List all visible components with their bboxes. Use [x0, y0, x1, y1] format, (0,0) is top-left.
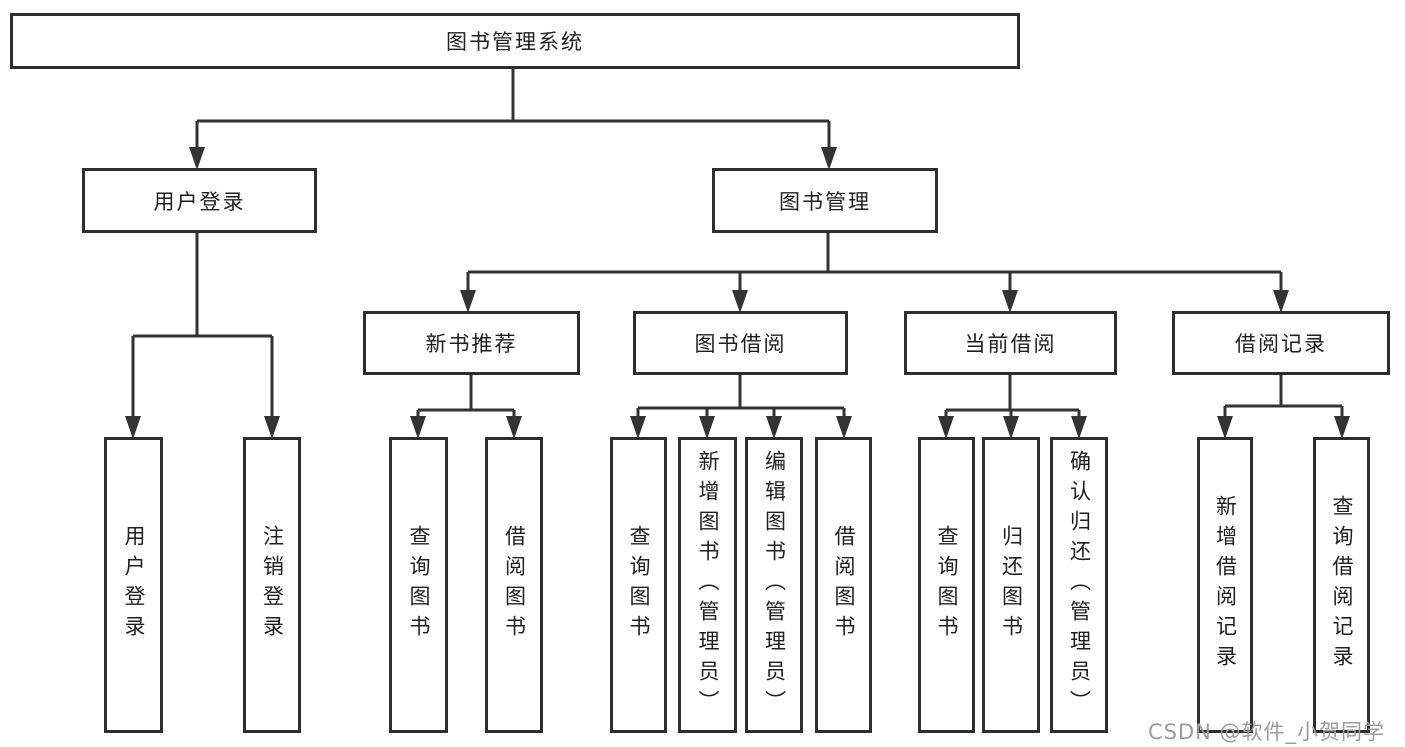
node-book-management: 图书管理: [712, 168, 938, 233]
leaf-query-books-borrow: 查询图书: [610, 437, 667, 733]
node-book-borrowing: 图书借阅: [633, 311, 848, 375]
leaf-borrow-books-recommend: 借阅图书: [485, 437, 543, 733]
node-library-management-system: 图书管理系统: [10, 13, 1020, 69]
leaf-user-login: 用户登录: [104, 437, 163, 733]
leaf-query-borrow-record: 查询借阅记录: [1313, 437, 1370, 733]
node-new-book-recommendation: 新书推荐: [363, 311, 580, 375]
leaf-query-books-recommend: 查询图书: [389, 437, 448, 733]
arrowheads: [125, 147, 1350, 439]
leaf-borrow-books: 借阅图书: [815, 437, 872, 733]
leaf-return-books: 归还图书: [982, 437, 1040, 733]
node-borrowing-records: 借阅记录: [1172, 311, 1390, 375]
node-user-login: 用户登录: [82, 168, 317, 233]
csdn-watermark: CSDN @软件_小贺同学: [1148, 720, 1386, 744]
leaf-add-books-admin: 新增图书（管理员）: [678, 437, 737, 733]
leaf-add-borrow-record: 新增借阅记录: [1197, 437, 1253, 733]
leaf-confirm-return-admin: 确认归还（管理员）: [1050, 437, 1108, 733]
leaf-query-books-current: 查询图书: [918, 437, 975, 733]
node-current-borrowing: 当前借阅: [904, 311, 1117, 375]
leaf-edit-books-admin: 编辑图书（管理员）: [745, 437, 803, 733]
leaf-logout: 注销登录: [243, 437, 301, 733]
